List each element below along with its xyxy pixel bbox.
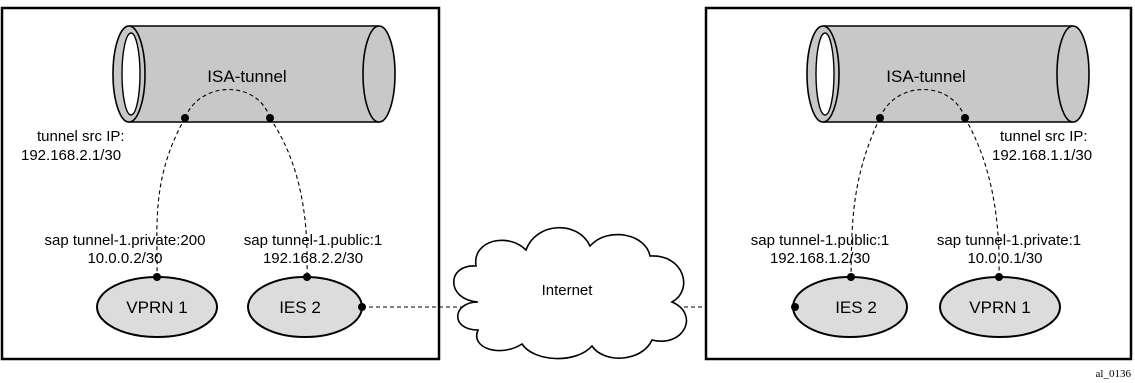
left-tunnel-label: ISA-tunnel [207,67,286,86]
left-private-path [156,117,186,277]
left-ies-label: IES 2 [279,298,321,317]
left-tunnel-private-endpoint [181,114,189,122]
left-private-sap-label: sap tunnel-1.private:200 [45,232,206,249]
right-public-ip-label: 192.168.1.2/30 [770,250,870,267]
left-ies-sap-endpoint [303,273,311,281]
right-private-sap-label: sap tunnel-1.private:1 [937,232,1081,249]
right-private-ip-label: 10.0.0.1/30 [967,250,1042,267]
internet-label: Internet [542,282,594,299]
left-tunnel-far-end [362,25,396,123]
right-tunnel-body [823,26,1073,122]
left-tunnel-src-ip: 192.168.2.1/30 [21,147,121,164]
internet-cloud [452,226,688,360]
right-tunnel-private-endpoint [961,114,969,122]
right-ies-internet-endpoint [791,303,799,311]
right-tunnel-src-ip: 192.168.1.1/30 [992,147,1092,164]
right-public-path [850,117,881,277]
left-public-sap-label: sap tunnel-1.public:1 [244,232,382,249]
left-private-ip-label: 10.0.0.2/30 [87,250,162,267]
left-public-ip-label: 192.168.2.2/30 [263,250,363,267]
right-ies-label: IES 2 [835,298,877,317]
right-vprn-label: VPRN 1 [969,298,1030,317]
right-tunnel-label: ISA-tunnel [886,67,965,86]
left-vprn-sap-endpoint [153,273,161,281]
right-ies-sap-endpoint [847,273,855,281]
right-isa-tunnel [806,25,1090,123]
right-private-path [964,117,1000,277]
right-tunnel-public-endpoint [876,114,884,122]
left-vprn-label: VPRN 1 [126,298,187,317]
figure-id: al_0136 [1096,368,1132,380]
right-tunnel-far-end [1056,25,1090,123]
left-tunnel-body [129,26,379,122]
right-public-sap-label: sap tunnel-1.public:1 [751,232,889,249]
right-tunnel-src-label: tunnel src IP: [1000,128,1088,145]
left-tunnel-public-endpoint [266,114,274,122]
left-public-path [269,117,308,277]
right-vprn-sap-endpoint [995,273,1003,281]
left-tunnel-src-label: tunnel src IP: [37,128,125,145]
left-isa-tunnel [112,25,396,123]
